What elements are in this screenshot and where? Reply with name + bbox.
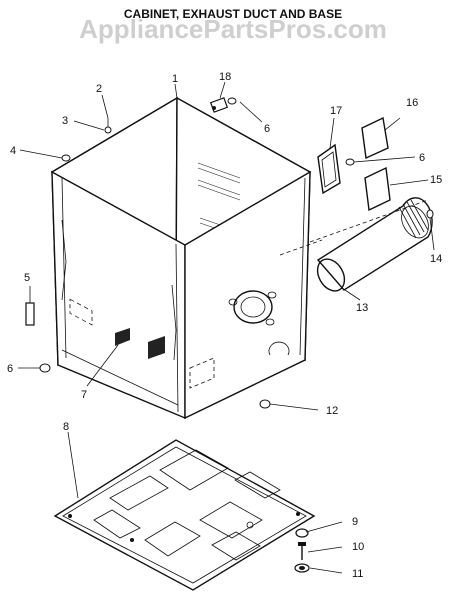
exhaust-duct bbox=[316, 197, 433, 292]
watermark: AppliancePartsPros.com bbox=[79, 14, 387, 44]
callout-13: 13 bbox=[356, 302, 368, 314]
callout-10: 10 bbox=[352, 541, 364, 553]
exhaust-cover-plate bbox=[317, 143, 341, 195]
leveling-leg-parts bbox=[294, 528, 310, 573]
callout-11: 11 bbox=[352, 568, 363, 580]
bracket-part bbox=[25, 302, 35, 326]
cabinet bbox=[39, 96, 355, 420]
callout-4: 4 bbox=[10, 145, 16, 157]
callout-18: 18 bbox=[219, 71, 231, 83]
callouts: 1 2 3 4 5 6 6 6 7 8 9 10 11 12 13 14 15 … bbox=[7, 71, 442, 580]
callout-17: 17 bbox=[330, 105, 342, 117]
callout-15: 15 bbox=[430, 174, 442, 186]
callout-3: 3 bbox=[62, 115, 68, 127]
callout-6-top: 6 bbox=[264, 123, 270, 135]
callout-9: 9 bbox=[352, 516, 358, 528]
leader-lines bbox=[18, 81, 435, 574]
diagram-title: CABINET, EXHAUST DUCT AND BASE bbox=[124, 7, 342, 21]
callout-2: 2 bbox=[96, 83, 102, 95]
callout-1: 1 bbox=[172, 73, 178, 85]
callout-16: 16 bbox=[406, 97, 418, 109]
callout-5: 5 bbox=[24, 272, 30, 284]
cabinet-base bbox=[53, 439, 316, 591]
insulation-pad-15 bbox=[364, 166, 391, 212]
callout-8: 8 bbox=[63, 421, 69, 433]
callout-6-right: 6 bbox=[419, 152, 425, 164]
insulation-pad-16 bbox=[361, 116, 389, 160]
callout-7: 7 bbox=[81, 389, 87, 401]
callout-12: 12 bbox=[326, 405, 338, 417]
callout-14: 14 bbox=[430, 253, 442, 265]
callout-6-left: 6 bbox=[7, 363, 13, 375]
